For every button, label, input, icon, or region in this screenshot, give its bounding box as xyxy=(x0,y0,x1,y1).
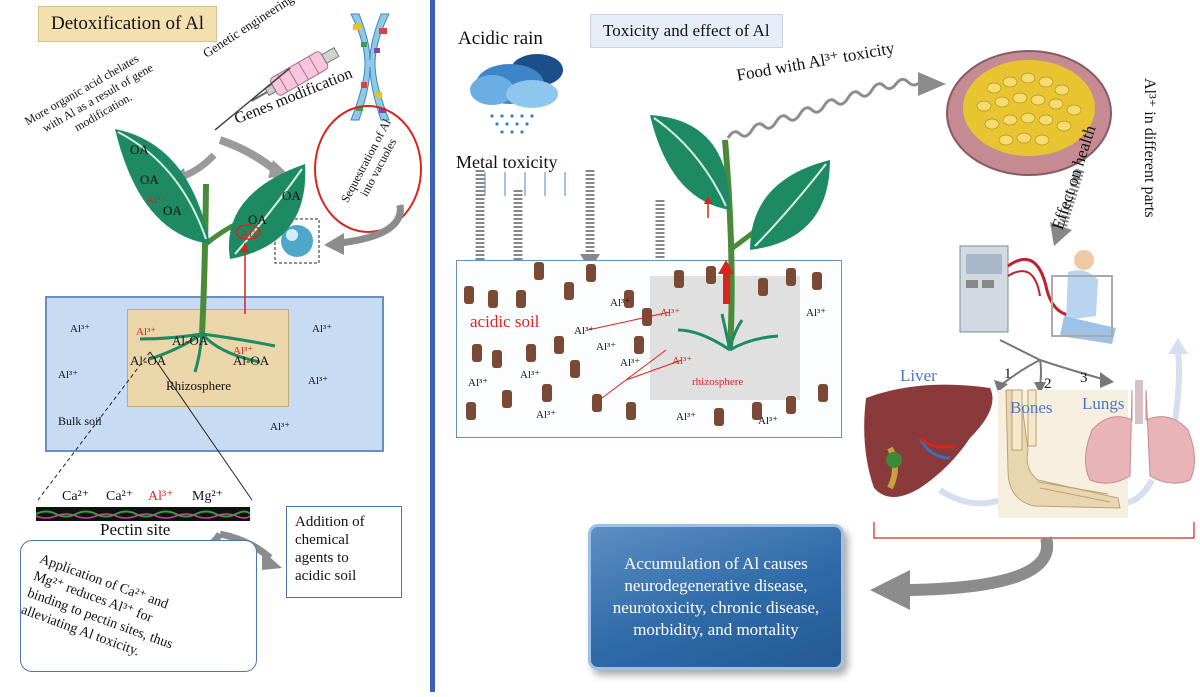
oa-label-2: OA xyxy=(140,172,159,187)
soil-al3-red-2: Al³⁺ xyxy=(672,355,693,367)
application-note-box: Application of Ca²⁺ and Mg²⁺ reduces Al³… xyxy=(19,540,257,672)
addition-line-1: Addition of xyxy=(295,514,365,530)
soil-al3-7: Al³⁺ xyxy=(536,409,557,421)
pectin-bar xyxy=(35,507,251,521)
bones-label: Bones xyxy=(1010,398,1053,417)
application-note-text: Application of Ca²⁺ and Mg²⁺ reduces Al³… xyxy=(18,551,259,697)
accumulation-text: Accumulation of Al causes neurodegenerat… xyxy=(613,553,820,641)
soil-al3-red-1: Al³⁺ xyxy=(660,307,681,319)
bulk-al3-4: Al³⁺ xyxy=(308,375,329,387)
lungs-icon xyxy=(1085,380,1195,484)
accumulation-line-4: morbidity, and mortality xyxy=(633,620,799,639)
organ-number-1: 1 xyxy=(1004,366,1012,382)
bulk-al3-3: Al³⁺ xyxy=(58,369,79,381)
al-oa-label-2: Al-OA xyxy=(130,353,167,368)
oa-label-1: OA xyxy=(130,142,149,157)
soil-al3-10: Al³⁺ xyxy=(806,307,827,319)
oa-label-5: OA xyxy=(248,212,267,227)
addition-line-3: agents to xyxy=(295,550,349,566)
organ-branch-arrows xyxy=(994,339,1114,394)
right-rhizosphere-label: rhizosphere xyxy=(692,376,744,388)
accumulation-arrow xyxy=(870,536,1054,610)
rhizo-al3-1: Al³⁺ xyxy=(136,326,157,338)
organ-number-2: 2 xyxy=(1044,376,1052,392)
soil-al3-1: Al³⁺ xyxy=(610,297,631,309)
oa-label-4: OA xyxy=(282,188,301,203)
al-in-parts-label: Al³⁺ in different parts xyxy=(1141,78,1158,218)
metal-toxicity-label: Metal toxicity xyxy=(456,152,558,172)
rhizosphere-zone xyxy=(127,309,289,407)
pectin-mg: Mg²⁺ xyxy=(192,489,224,504)
oa-label-3: OA xyxy=(163,203,182,218)
liver-label: Liver xyxy=(900,366,937,385)
acidic-rain-label: Acidic rain xyxy=(458,28,543,49)
bulk-al3-2: Al³⁺ xyxy=(312,323,333,335)
al-oa-label-3: Al-OA xyxy=(233,353,270,368)
rhizosphere-label: Rhizosphere xyxy=(166,378,231,393)
addition-line-4: acidic soil xyxy=(295,568,357,584)
panel-divider xyxy=(430,0,435,692)
rain-cloud-icon xyxy=(470,54,563,134)
pectin-site-label: Pectin site xyxy=(100,520,171,539)
organ-number-3: 3 xyxy=(1080,370,1088,386)
bulk-soil-label: Bulk soil xyxy=(58,414,102,428)
syringe-icon xyxy=(251,46,340,102)
lungs-label: Lungs xyxy=(1082,394,1125,413)
accumulation-line-3: neurotoxicity, chronic disease, xyxy=(612,598,820,617)
pectin-ca-2: Ca²⁺ xyxy=(106,489,134,504)
bulk-al3-1: Al³⁺ xyxy=(70,323,91,335)
bulk-al3-5: Al³⁺ xyxy=(270,421,291,433)
health-arrow xyxy=(1050,168,1085,246)
zoom-lines xyxy=(37,351,253,501)
addition-note-box: Addition of chemical agents to acidic so… xyxy=(286,506,402,598)
acidic-soil-label: acidic soil xyxy=(470,312,540,331)
pectin-al3: Al³⁺ xyxy=(148,489,174,504)
right-plant-icon xyxy=(650,115,830,352)
soil-al3-3: Al³⁺ xyxy=(596,341,617,353)
soil-particles xyxy=(464,262,828,426)
al3-leaf-label: Al³⁺ xyxy=(146,194,167,206)
accumulation-box: Accumulation of Al causes neurodegenerat… xyxy=(588,524,844,670)
soil-al3-5: Al³⁺ xyxy=(468,377,489,389)
accumulation-line-2: neurodegenerative disease, xyxy=(624,576,808,595)
soil-al3-9: Al³⁺ xyxy=(758,415,779,427)
dialysis-patient-icon xyxy=(959,245,1116,344)
pectin-ca-1: Ca²⁺ xyxy=(62,489,90,504)
al-oa-label-1: Al-OA xyxy=(172,333,209,348)
vacuole-icon xyxy=(274,218,320,264)
addition-line-2: chemical xyxy=(295,532,350,548)
rhizo-al3-2: Al³⁺ xyxy=(233,345,254,357)
soil-al3-8: Al³⁺ xyxy=(676,411,697,423)
left-panel-title: Detoxification of Al xyxy=(38,6,218,42)
food-wave-arrow xyxy=(726,72,946,139)
left-plant-icon xyxy=(115,129,306,373)
sequestration-arrow xyxy=(324,204,404,255)
right-panel-title: Toxicity and effect of Al xyxy=(590,14,783,48)
sequestration-oval xyxy=(314,105,422,233)
soil-al3-6: Al³⁺ xyxy=(520,369,541,381)
soil-al3-2: Al³⁺ xyxy=(574,325,595,337)
accumulation-line-1: Accumulation of Al causes xyxy=(624,554,808,573)
al3-stem-label: Al³⁺ xyxy=(241,228,262,240)
soil-al3-4: Al³⁺ xyxy=(620,357,641,369)
liver-icon xyxy=(864,384,993,497)
organ-bracket xyxy=(873,522,1195,539)
rain-lines xyxy=(484,172,566,196)
food-bowl-icon xyxy=(946,50,1112,176)
